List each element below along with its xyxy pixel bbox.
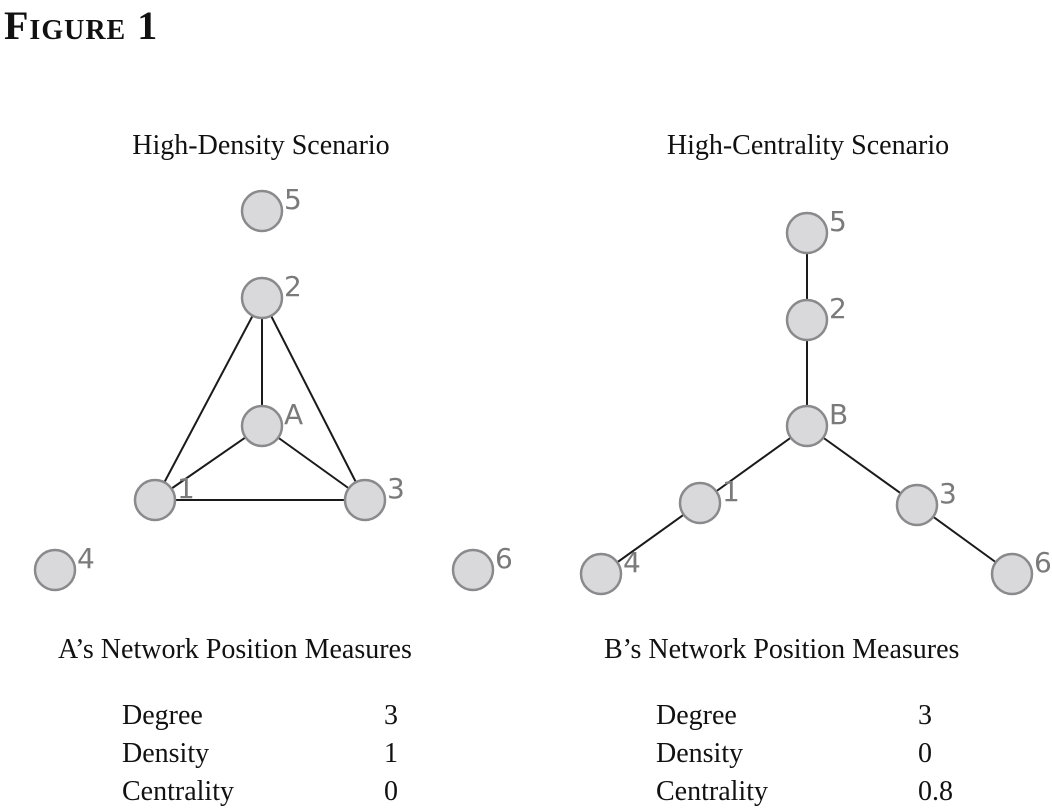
node-1: 1 [133, 472, 195, 522]
measure-value: 0 [918, 738, 932, 769]
node-circle [33, 548, 77, 592]
measure-row-density: Density 0 [656, 735, 998, 773]
edge-B-3 [806, 425, 918, 506]
edge-B-1 [699, 425, 808, 504]
node-2: 2 [785, 292, 847, 342]
measure-value: 0 [384, 776, 398, 807]
node-label: 1 [722, 475, 740, 508]
node-circle [133, 478, 177, 522]
measure-value: 3 [384, 700, 398, 731]
node-label: 3 [387, 472, 405, 505]
node-label: 4 [77, 542, 95, 575]
node-label: 1 [177, 472, 195, 505]
figure-title: Figure 1 [4, 3, 159, 48]
node-circle [343, 478, 387, 522]
measure-row-centrality: Centrality 0 [122, 773, 464, 811]
node-6: 6 [451, 542, 513, 592]
node-3: 3 [895, 477, 957, 527]
node-label: A [284, 398, 303, 431]
panel-title-density: High-Density Scenario [132, 130, 390, 161]
node-5: 5 [785, 205, 847, 255]
node-label: 6 [1034, 546, 1052, 579]
edge-2-3 [261, 297, 366, 501]
edge-1-2 [154, 297, 263, 501]
node-circle [451, 548, 495, 592]
measure-name: Degree [122, 700, 203, 731]
node-label: B [829, 398, 848, 431]
node-circle [785, 211, 829, 255]
node-label: 2 [284, 270, 302, 303]
node-A: A [240, 398, 303, 448]
node-label: 6 [495, 542, 513, 575]
node-label: 5 [829, 205, 847, 238]
measure-name: Density [122, 738, 210, 769]
edge-A-1 [154, 425, 263, 501]
node-circle [895, 483, 939, 527]
node-1: 1 [678, 475, 740, 525]
measure-value: 3 [918, 700, 932, 731]
measures-title-density: A’s Network Position Measures [58, 634, 412, 665]
measure-name: Centrality [656, 776, 768, 807]
node-3: 3 [343, 472, 405, 522]
node-circle [240, 276, 284, 320]
node-4: 4 [33, 542, 95, 592]
node-6: 6 [990, 546, 1052, 596]
node-label: 5 [284, 183, 302, 216]
measures-table-density: Degree 3 Density 1 Centrality 0 [122, 697, 464, 811]
measure-name: Degree [656, 700, 737, 731]
node-label: 4 [623, 546, 641, 579]
node-circle [785, 298, 829, 342]
node-label: 2 [829, 292, 847, 325]
measure-value: 1 [384, 738, 398, 769]
measure-row-centrality: Centrality 0.8 [656, 773, 998, 811]
measure-row-degree: Degree 3 [656, 697, 998, 735]
measure-name: Centrality [122, 776, 234, 807]
measure-row-density: Density 1 [122, 735, 464, 773]
node-B: B [785, 398, 848, 448]
measure-row-degree: Degree 3 [122, 697, 464, 735]
node-circle [240, 404, 284, 448]
node-circle [990, 552, 1034, 596]
measures-table-centrality: Degree 3 Density 0 Centrality 0.8 [656, 697, 998, 811]
measures-title-centrality: B’s Network Position Measures [604, 634, 960, 665]
node-label: 3 [939, 477, 957, 510]
node-2: 2 [240, 270, 302, 320]
node-circle [678, 481, 722, 525]
measure-value: 0.8 [918, 776, 953, 807]
measure-name: Density [656, 738, 744, 769]
nodes-layer: A 1 2 3 4 5 6 B 1 2 3 4 5 6 [33, 183, 1052, 596]
node-circle [785, 404, 829, 448]
node-4: 4 [579, 546, 641, 596]
node-5: 5 [240, 183, 302, 233]
node-circle [579, 552, 623, 596]
panel-title-centrality: High-Centrality Scenario [666, 130, 950, 161]
node-circle [240, 189, 284, 233]
